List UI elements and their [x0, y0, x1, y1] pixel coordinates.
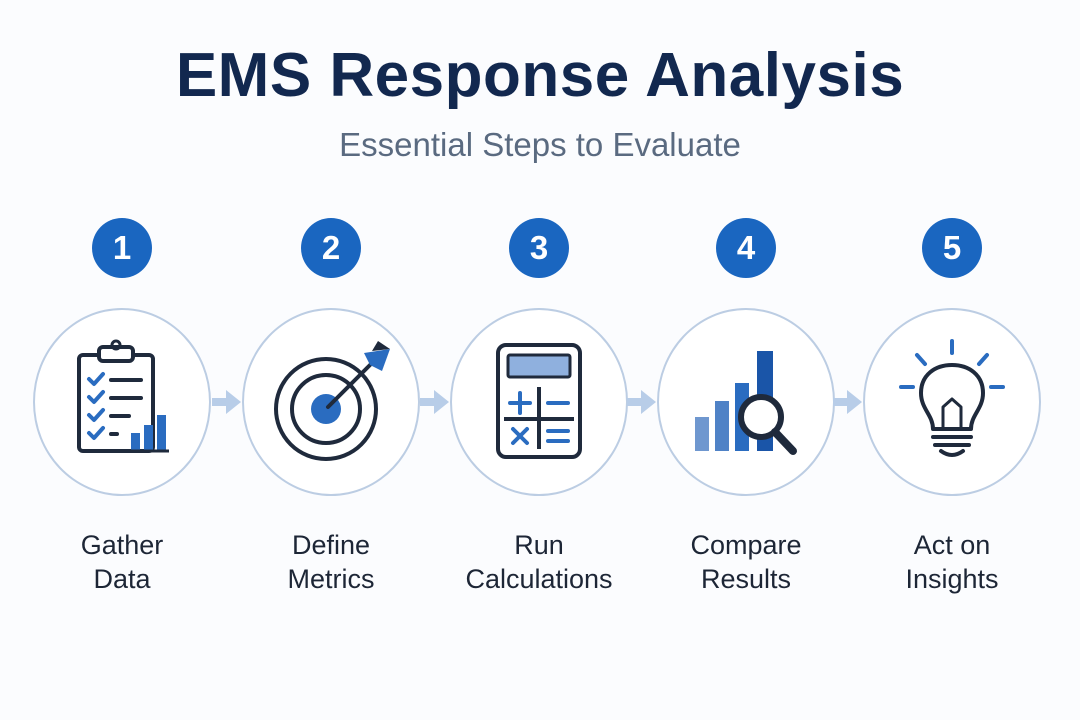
step-icon-ring: [863, 308, 1041, 496]
step-number-badge: 4: [716, 218, 776, 278]
step-label-line: Calculations: [465, 564, 613, 594]
calculator-icon: [496, 343, 582, 459]
step-3: 3 Run Calculations: [444, 0, 634, 720]
step-label: Compare Results: [651, 528, 841, 596]
step-label-line: Compare: [690, 530, 802, 560]
step-label: Define Metrics: [236, 528, 426, 596]
step-label: Run Calculations: [444, 528, 634, 596]
step-number-badge: 5: [922, 218, 982, 278]
step-number-badge: 1: [92, 218, 152, 278]
step-1: 1 Gather Data: [27, 0, 217, 720]
step-5: 5 Act on Insights: [857, 0, 1047, 720]
arrow-right-icon: [420, 390, 449, 414]
step-2: 2 Define Metrics: [236, 0, 426, 720]
step-label-line: Results: [700, 564, 792, 594]
step-icon-ring: [657, 308, 835, 496]
step-label-line: Insights: [905, 564, 999, 594]
page-subtitle: Essential Steps to Evaluate: [339, 126, 741, 163]
step-label-line: Data: [93, 564, 151, 594]
lightbulb-icon: [899, 339, 1005, 457]
step-label-line: Define: [291, 530, 371, 560]
page-title: EMS Response Analysis: [175, 41, 905, 110]
step-icon-ring: [242, 308, 420, 496]
clipboard-checklist-icon: [77, 339, 169, 453]
step-label: Act on Insights: [857, 528, 1047, 596]
bar-chart-magnifier-icon: [695, 351, 797, 455]
target-arrow-icon: [274, 341, 390, 461]
step-icon-ring: [33, 308, 211, 496]
step-label-line: Run: [514, 530, 564, 560]
step-4: 4 Compare Results: [651, 0, 841, 720]
step-label-line: Act on: [913, 530, 991, 560]
arrow-right-icon: [212, 390, 241, 414]
step-icon-ring: [450, 308, 628, 496]
step-number-badge: 2: [301, 218, 361, 278]
step-label-line: Metrics: [287, 564, 375, 594]
arrow-right-icon: [627, 390, 656, 414]
step-label-line: Gather: [80, 530, 164, 560]
arrow-right-icon: [833, 390, 862, 414]
step-number-badge: 3: [509, 218, 569, 278]
step-label: Gather Data: [27, 528, 217, 596]
